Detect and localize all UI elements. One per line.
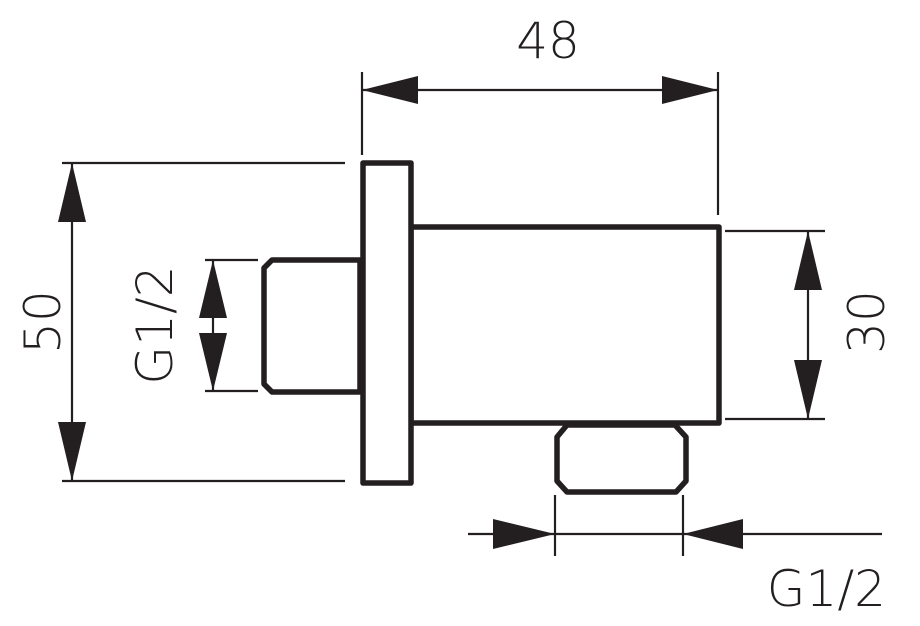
left-thread-nut xyxy=(261,257,363,395)
body xyxy=(408,224,722,426)
dimension-thread-bottom: G1/2 xyxy=(468,495,886,618)
dimension-width-top: 48 xyxy=(360,12,720,215)
arrow-left xyxy=(362,76,418,104)
part-outline xyxy=(261,160,722,495)
arrow-right xyxy=(662,76,718,104)
dimension-label-g12-bottom: G1/2 xyxy=(767,560,886,618)
dimension-label-50: 50 xyxy=(14,290,72,354)
bottom-thread-nut xyxy=(554,422,689,495)
wall-flange xyxy=(360,160,414,486)
dimension-label-g12-left: G1/2 xyxy=(126,265,184,384)
dimension-height-left: 50 xyxy=(14,161,345,483)
dimension-thread-left: G1/2 xyxy=(126,258,258,393)
dimension-height-right: 30 xyxy=(725,229,896,421)
dimension-label-48: 48 xyxy=(516,12,580,70)
dimension-label-30: 30 xyxy=(838,290,896,354)
